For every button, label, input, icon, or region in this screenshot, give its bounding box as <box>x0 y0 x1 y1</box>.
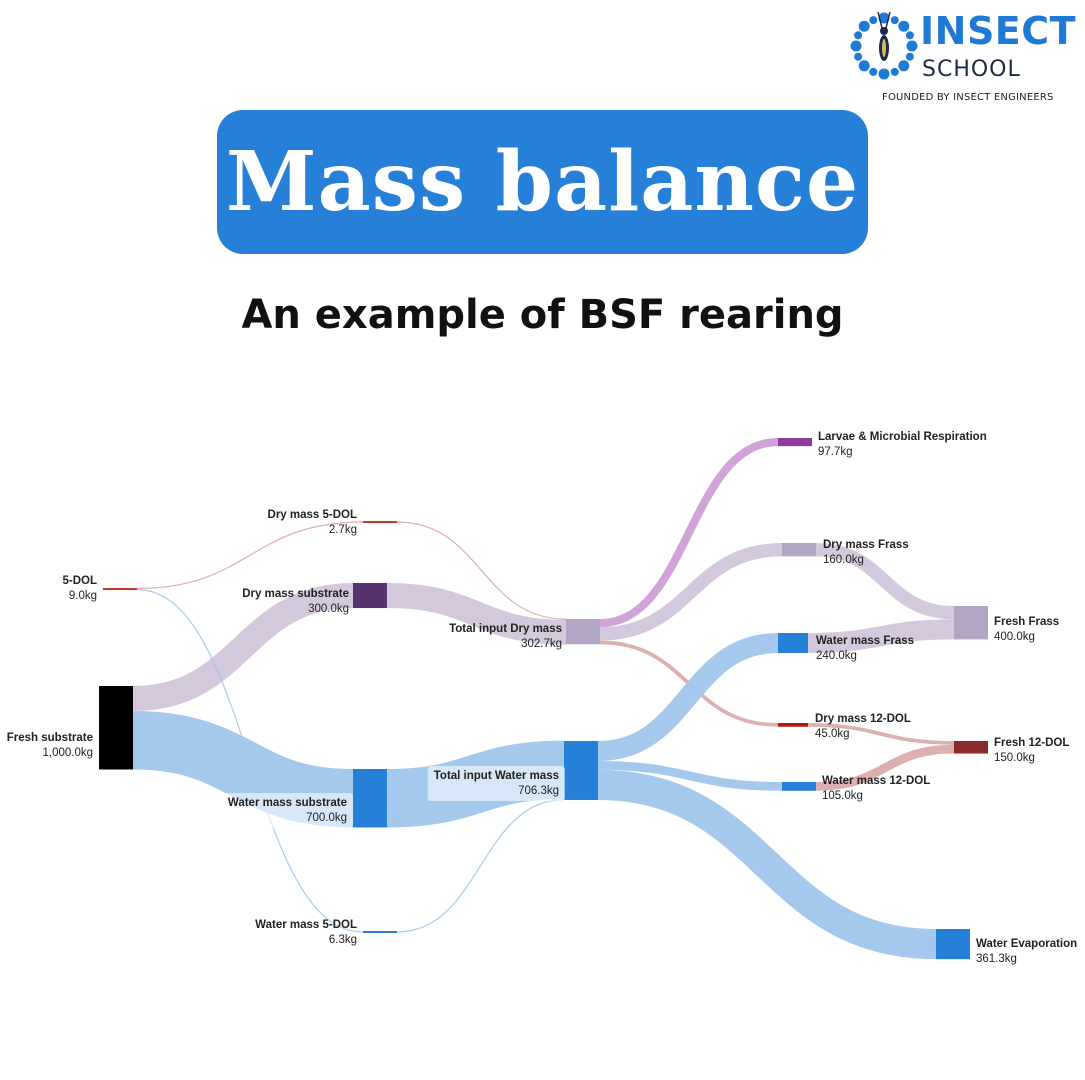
node-dol5 <box>103 588 137 590</box>
node-water-evap <box>936 929 970 960</box>
node-dry-frass <box>782 543 816 557</box>
node-label-dry-12dol: Dry mass 12-DOL 45.0kg <box>815 713 911 740</box>
link-fresh_substrate-to-water_mass_substrate <box>132 711 354 828</box>
node-label-respiration: Larvae & Microbial Respiration 97.7kg <box>818 431 987 458</box>
link-total_water-to-water_frass <box>597 633 779 762</box>
link-fresh_substrate-to-dry_mass_substrate <box>132 583 354 712</box>
link-water_12dol-to-fresh_12dol <box>815 744 955 791</box>
node-water-mass-5dol <box>363 931 397 933</box>
logo-tagline: FOUNDED BY INSECT ENGINEERS <box>882 92 1054 103</box>
page-subtitle: An example of BSF rearing <box>241 292 844 338</box>
node-value: 361.3kg <box>976 953 1017 965</box>
node-label-water-mass-substrate: Water mass substrate 700.0kg <box>221 793 353 828</box>
node-label-water-frass: Water mass Frass 240.0kg <box>816 635 914 662</box>
node-name: Dry mass substrate <box>242 588 349 600</box>
link-dry_mass_5dol-to-total_dry <box>396 521 567 620</box>
link-dol5-to-dry_mass_5dol <box>136 521 364 589</box>
link-total_dry-to-dry_frass <box>599 543 783 641</box>
link-total_water-to-water_evap <box>597 769 937 960</box>
link-dry_frass-to-fresh_frass <box>815 543 955 620</box>
node-label-background <box>427 766 565 801</box>
node-water-frass <box>778 633 808 654</box>
node-name: Water mass Frass <box>816 635 914 647</box>
insect-emblem-icon <box>850 11 918 80</box>
logo-insect-word: INSECT <box>920 9 1077 53</box>
node-value: 97.7kg <box>818 446 853 458</box>
node-label-dol5: 5-DOL 9.0kg <box>63 575 98 602</box>
node-label-water-12dol: Water mass 12-DOL 105.0kg <box>822 775 930 802</box>
node-name: Water Evaporation <box>976 938 1077 950</box>
node-dry-mass-5dol <box>363 521 397 523</box>
node-name: 5-DOL <box>63 575 98 587</box>
node-label-total-dry: Total input Dry mass 302.7kg <box>449 623 562 650</box>
node-dry-12dol <box>778 723 808 727</box>
node-value: 240.0kg <box>816 650 857 662</box>
link-total_water-to-water_12dol <box>597 761 783 791</box>
node-label-fresh-12dol: Fresh 12-DOL 150.0kg <box>994 737 1069 764</box>
node-total-dry <box>566 619 600 645</box>
node-value: 6.3kg <box>329 934 357 946</box>
node-name: Water mass 5-DOL <box>255 919 357 931</box>
node-name: Water mass 12-DOL <box>822 775 930 787</box>
node-label-total-water: Total input Water mass 706.3kg <box>427 766 565 801</box>
node-label-dry-mass-5dol: Dry mass 5-DOL 2.7kg <box>268 509 357 536</box>
node-label-fresh-frass: Fresh Frass 400.0kg <box>994 616 1059 643</box>
node-fresh-12dol <box>954 741 988 754</box>
node-name: Total input Dry mass <box>449 623 562 635</box>
node-value: 700.0kg <box>306 812 347 824</box>
node-name: Water mass substrate <box>228 797 347 809</box>
link-dry_mass_substrate-to-total_dry <box>386 583 567 645</box>
node-name: Fresh 12-DOL <box>994 737 1069 749</box>
title-banner: Mass balance <box>217 110 868 254</box>
node-label-water-mass-5dol: Water mass 5-DOL 6.3kg <box>255 919 357 946</box>
node-label-fresh-substrate: Fresh substrate 1,000.0kg <box>7 732 93 759</box>
node-label-dry-frass: Dry mass Frass 160.0kg <box>823 539 909 566</box>
node-water-mass-substrate <box>353 769 387 828</box>
node-value: 400.0kg <box>994 631 1035 643</box>
node-value: 1,000.0kg <box>42 747 93 759</box>
node-fresh-substrate <box>99 686 133 770</box>
node-name: Fresh substrate <box>7 732 93 744</box>
node-name: Dry mass 5-DOL <box>268 509 357 521</box>
link-dol5-to-water_mass_5dol <box>136 589 364 933</box>
node-value: 45.0kg <box>815 728 850 740</box>
node-total-water <box>564 741 598 800</box>
node-label-dry-mass-substrate: Dry mass substrate 300.0kg <box>242 588 349 615</box>
node-value: 9.0kg <box>69 590 97 602</box>
node-value: 2.7kg <box>329 524 357 536</box>
link-water_frass-to-fresh_frass <box>807 619 955 654</box>
node-name: Fresh Frass <box>994 616 1059 628</box>
node-value: 160.0kg <box>823 554 864 566</box>
node-value: 302.7kg <box>521 638 562 650</box>
node-dry-mass-substrate <box>353 583 387 609</box>
link-dry_12dol-to-fresh_12dol <box>807 723 955 745</box>
node-value: 706.3kg <box>518 785 559 797</box>
node-fresh-frass <box>954 606 988 640</box>
node-name: Dry mass 12-DOL <box>815 713 911 725</box>
node-value: 300.0kg <box>308 603 349 615</box>
page-title: Mass balance <box>225 134 860 230</box>
insect-school-logo: INSECT SCHOOL FOUNDED BY INSECT ENGINEER… <box>848 2 1080 108</box>
node-water-12dol <box>782 782 816 791</box>
node-value: 105.0kg <box>822 790 863 802</box>
node-respiration <box>778 438 812 447</box>
node-value: 150.0kg <box>994 752 1035 764</box>
link-water_mass_5dol-to-total_water <box>396 799 565 933</box>
node-name: Larvae & Microbial Respiration <box>818 431 987 443</box>
node-label-water-evap: Water Evaporation 361.3kg <box>976 938 1077 965</box>
node-name: Dry mass Frass <box>823 539 909 551</box>
node-name: Total input Water mass <box>434 770 559 782</box>
node-label-background <box>221 793 353 828</box>
link-total_dry-to-respiration <box>599 438 779 628</box>
logo-school-word: SCHOOL <box>922 57 1021 82</box>
